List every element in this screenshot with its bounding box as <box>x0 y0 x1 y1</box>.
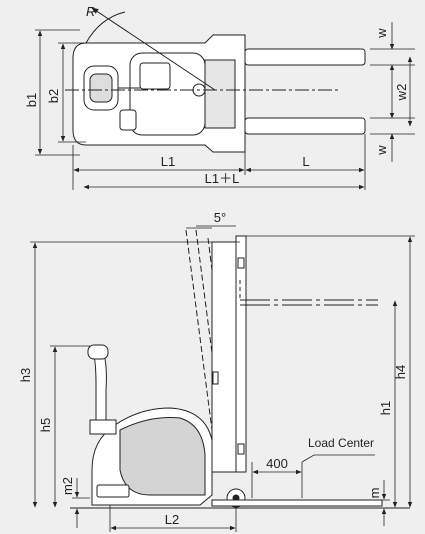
label-R: R <box>86 4 95 19</box>
label-b1: b1 <box>24 93 39 107</box>
label-L1-plus-L: L1＋L <box>205 171 240 186</box>
tiller-base <box>89 419 117 435</box>
mast-window <box>212 371 219 385</box>
label-h4: h4 <box>393 365 408 379</box>
label-tilt: 5° <box>214 210 226 225</box>
label-load-center: Load Center <box>308 436 374 450</box>
mast-top <box>204 59 236 129</box>
label-b2: b2 <box>46 89 61 103</box>
top-view <box>65 7 366 153</box>
body-handle <box>96 484 130 498</box>
side-view <box>70 229 410 509</box>
mast-inner <box>235 235 247 473</box>
mast-side <box>211 241 237 473</box>
label-w-bottom: w <box>374 145 389 156</box>
label-L: L <box>302 154 309 169</box>
label-load-center-value: 400 <box>266 456 288 471</box>
radius-arc <box>85 11 126 44</box>
label-h3: h3 <box>18 368 33 382</box>
label-w2: w2 <box>394 84 409 102</box>
label-h1: h1 <box>378 401 393 415</box>
side-view-dimensions <box>30 225 415 532</box>
body-panel <box>119 417 206 496</box>
load-center-leader <box>301 454 375 463</box>
label-L1: L1 <box>161 154 175 169</box>
tiller-head <box>83 65 140 131</box>
lower-fork <box>211 499 383 507</box>
battery-cover <box>129 52 206 136</box>
label-L2: L2 <box>165 512 179 527</box>
fork-upper <box>244 48 366 66</box>
fork-lower <box>244 117 366 135</box>
tiller-grip <box>87 344 109 360</box>
label-m: m <box>367 488 382 499</box>
mast-slot-upper <box>237 257 245 269</box>
mast-slot-lower <box>237 443 245 455</box>
top-inner-panel <box>139 62 171 90</box>
top-view-dimensions <box>35 22 415 190</box>
radius-line <box>91 7 216 91</box>
label-m2: m2 <box>60 477 75 495</box>
label-w-top: w <box>374 28 389 39</box>
label-h5: h5 <box>38 418 53 432</box>
